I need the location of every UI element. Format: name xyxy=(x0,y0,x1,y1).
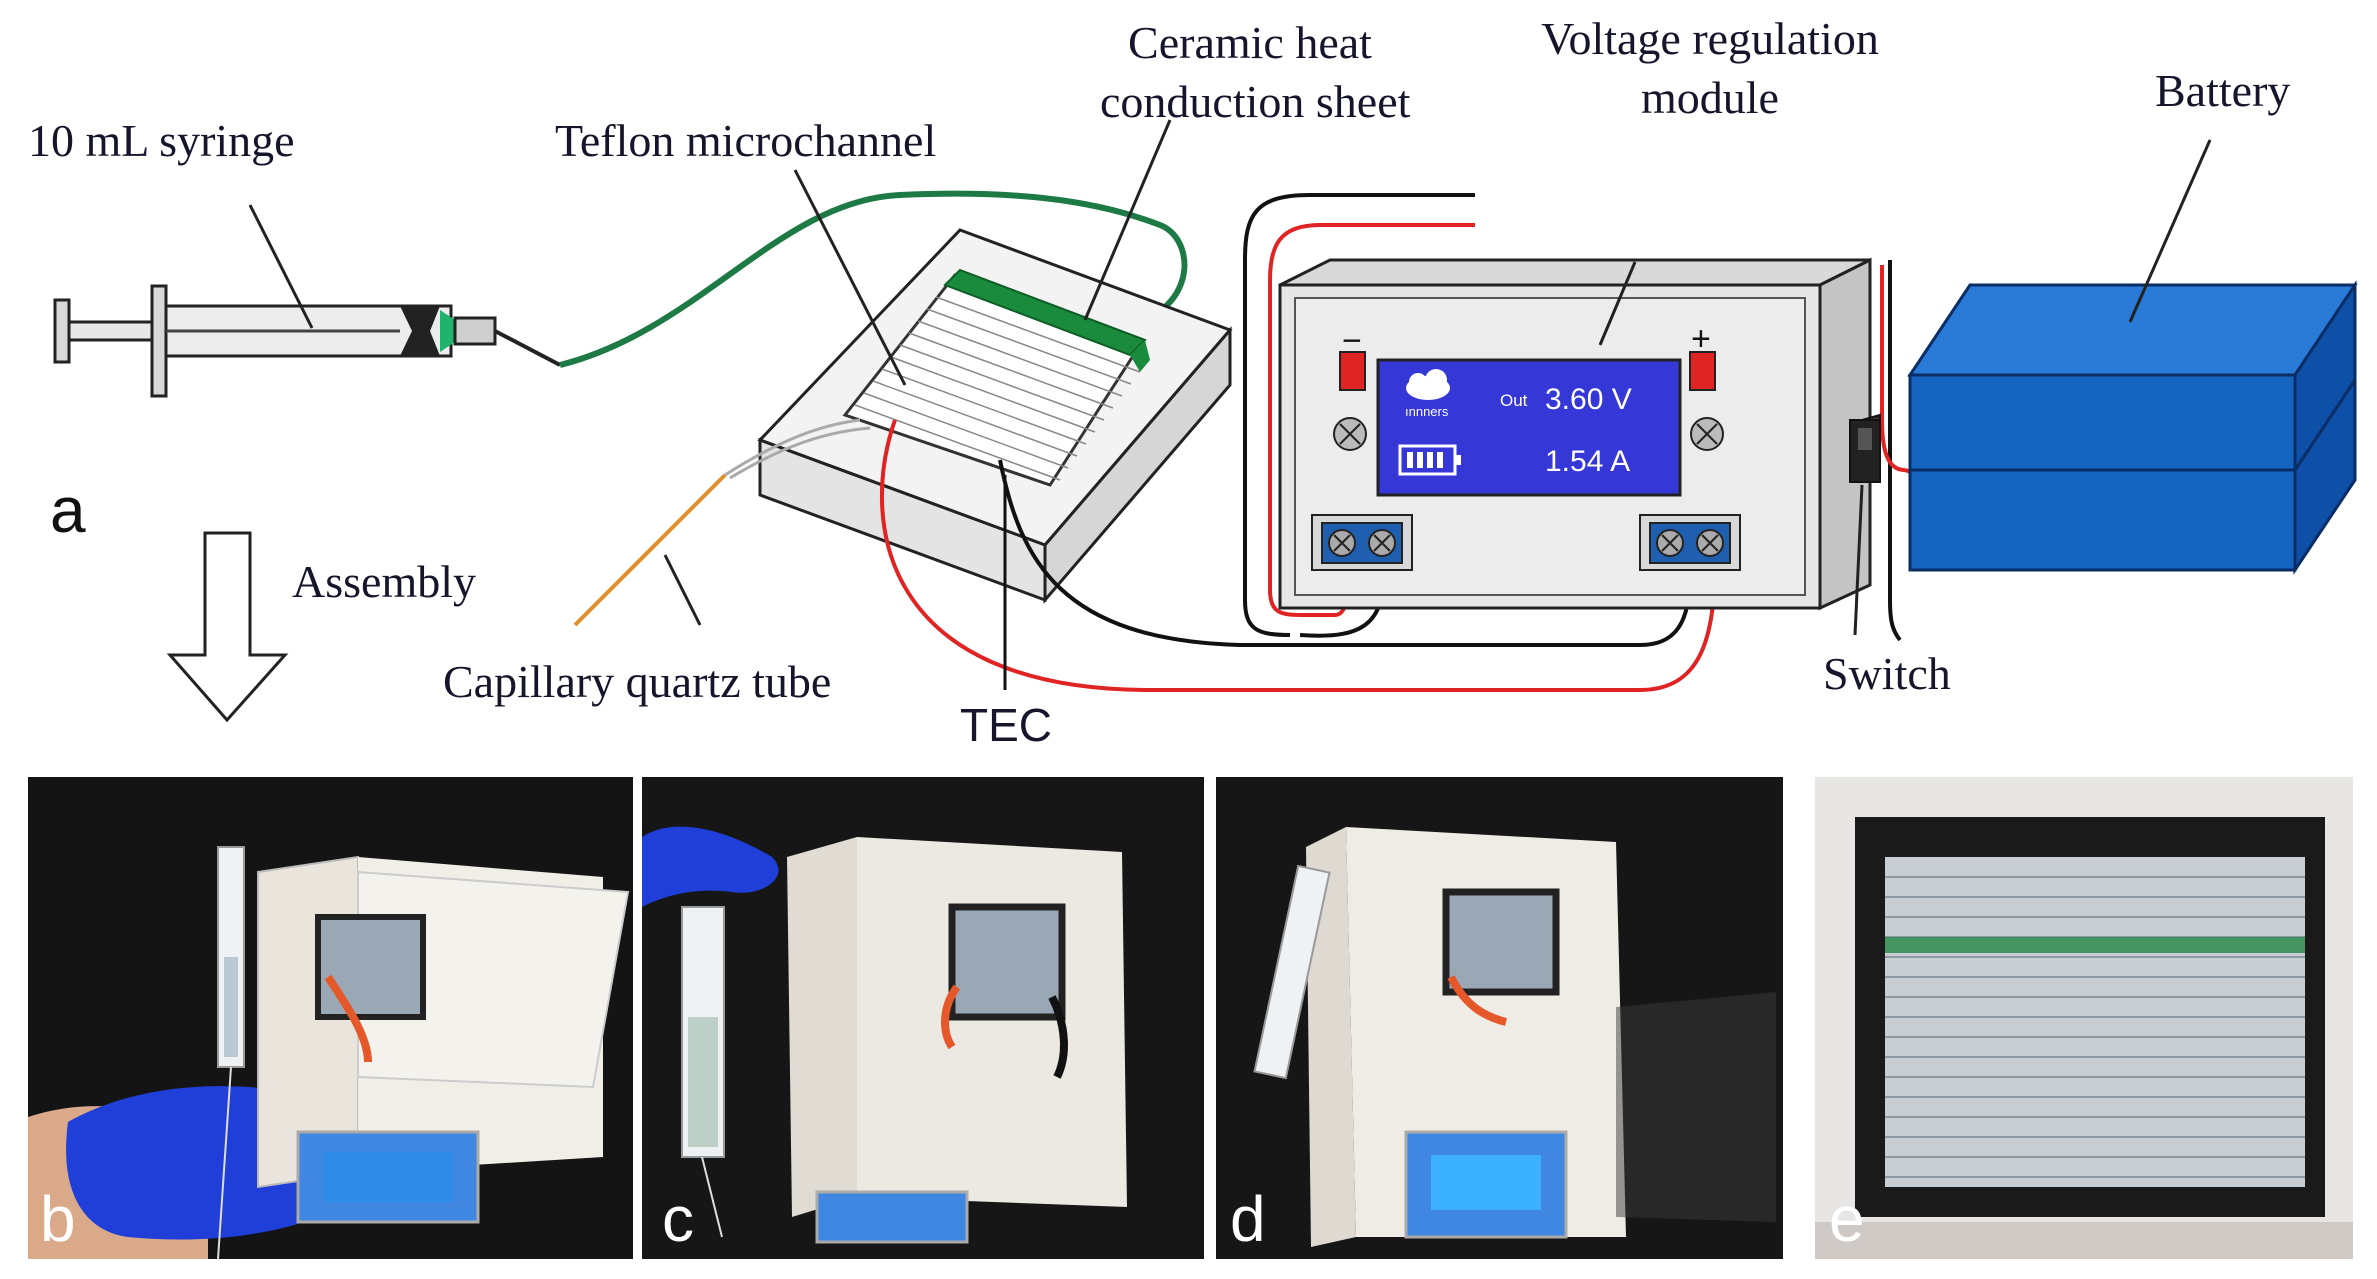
display-current: 1.54 A xyxy=(1545,445,1631,478)
capillary-tube xyxy=(573,473,727,627)
label-voltage-line2: module xyxy=(1641,71,1779,123)
photo-panel-c: c xyxy=(642,777,1204,1259)
red-wire-tec xyxy=(880,419,1717,692)
display-voltage: 3.60 V xyxy=(1545,383,1632,416)
label-ceramic: Ceramic heat conduction sheet xyxy=(1100,14,1411,132)
schematic-diagram xyxy=(53,119,2358,723)
display-minus: − xyxy=(1342,322,1362,360)
label-capillary: Capillary quartz tube xyxy=(443,656,832,707)
label-assembly: Assembly xyxy=(292,556,476,607)
photo-panel-b: b xyxy=(28,777,633,1259)
black-wire-tec xyxy=(998,459,1692,647)
syringe-leader xyxy=(248,204,314,329)
label-syringe: 10 mL syringe xyxy=(28,115,295,166)
label-ceramic-line2: conduction sheet xyxy=(1100,75,1411,127)
teflon-leader xyxy=(793,169,907,386)
capillary-leader xyxy=(663,554,702,626)
panel-letter-a: a xyxy=(50,474,86,546)
panel-letter-d: d xyxy=(1230,1183,1266,1255)
black-wire-input xyxy=(1243,193,1475,637)
photo-e-illustration xyxy=(1815,777,2353,1259)
photo-panel-e: e xyxy=(1815,777,2353,1259)
panel-letter-e: e xyxy=(1829,1183,1865,1255)
ceramic-leader xyxy=(1083,119,1172,321)
syringe-illustration xyxy=(53,284,561,398)
label-teflon: Teflon microchannel xyxy=(555,115,937,166)
green-tubing xyxy=(559,190,1188,368)
switch-illustration xyxy=(1849,413,1881,483)
display-out-tag: Out xyxy=(1500,391,1528,410)
label-voltage: Voltage regulation module xyxy=(1520,10,1900,128)
voltage-leader xyxy=(1598,261,1637,346)
label-ceramic-line1: Ceramic heat xyxy=(1128,17,1372,68)
display-brand: ınnners xyxy=(1405,404,1449,419)
photo-d-illustration xyxy=(1216,777,1783,1259)
label-switch: Switch xyxy=(1823,648,1951,699)
panel-letter-b: b xyxy=(40,1183,76,1255)
photo-c-illustration xyxy=(642,777,1204,1259)
tec-device xyxy=(757,228,1233,605)
voltage-module xyxy=(1278,257,1872,611)
label-battery: Battery xyxy=(2155,65,2291,116)
battery-illustration xyxy=(1907,280,2358,575)
label-voltage-line1: Voltage regulation xyxy=(1541,13,1879,64)
label-tec: TEC xyxy=(960,699,1052,751)
battery-leader xyxy=(2128,139,2212,323)
photo-panel-d: d xyxy=(1216,777,1783,1259)
panel-letter-c: c xyxy=(662,1183,694,1255)
photo-b-illustration xyxy=(28,777,633,1259)
switch-leader xyxy=(1853,484,1864,636)
assembly-arrow xyxy=(166,531,289,723)
display-plus: + xyxy=(1691,320,1711,358)
